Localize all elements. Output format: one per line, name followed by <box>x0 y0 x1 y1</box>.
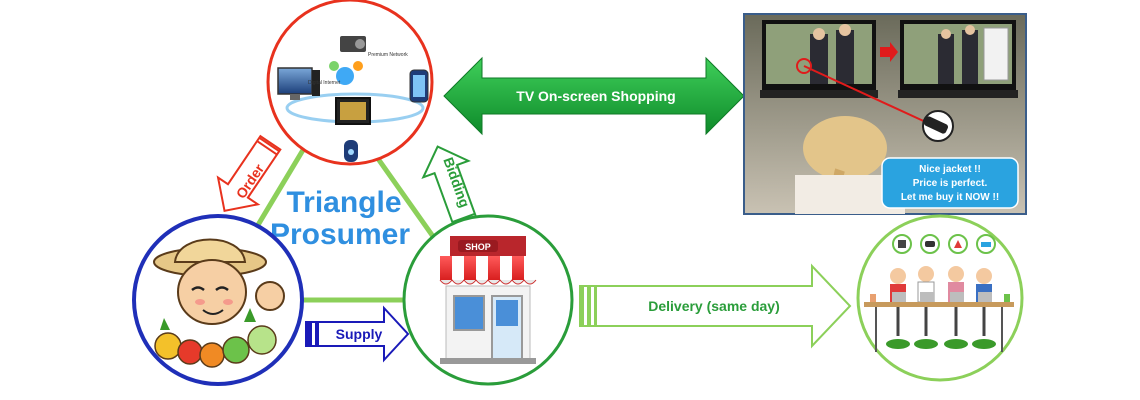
order-arrow <box>216 134 282 212</box>
speech-line-2: Price is perfect. <box>913 178 988 189</box>
tv-screen-icon <box>335 97 371 125</box>
speech-line-3: Let me buy it NOW !! <box>901 192 999 203</box>
shop-icon: SHOP <box>439 236 537 364</box>
tv-shopping-arrow: TV On-screen Shopping <box>443 56 745 136</box>
phone-icon <box>409 69 429 103</box>
device-label-1: Premium Network <box>368 52 408 58</box>
speech-line-1: Nice jacket !! <box>919 164 981 175</box>
device-label-2: Digital Internet <box>308 80 341 86</box>
center-title-line2: Prosumer <box>270 218 410 251</box>
projector-icon <box>340 36 366 52</box>
remote-icon <box>344 140 358 162</box>
tv-shopping-label: TV On-screen Shopping <box>516 88 675 104</box>
consumers-illustration <box>864 234 1014 352</box>
farmer-illustration <box>153 238 285 368</box>
tv-shopping-photo: Nice jacket !! Price is perfect. Let me … <box>743 13 1027 215</box>
delivery-label: Delivery (same day) <box>648 298 780 314</box>
farmer-node <box>132 214 304 386</box>
consumers-node <box>856 214 1024 382</box>
supply-arrow: Supply <box>305 305 410 363</box>
supply-label: Supply <box>336 326 383 342</box>
devices-node: Premium Network Digital Internet <box>266 0 434 166</box>
delivery-arrow: Delivery (same day) <box>579 263 852 349</box>
shop-sign-label: SHOP <box>465 242 491 252</box>
center-title-line1: Triangle <box>286 186 401 219</box>
network-globe-icon <box>329 61 363 85</box>
shop-node: SHOP <box>402 214 574 386</box>
desktop-icon <box>277 67 320 100</box>
